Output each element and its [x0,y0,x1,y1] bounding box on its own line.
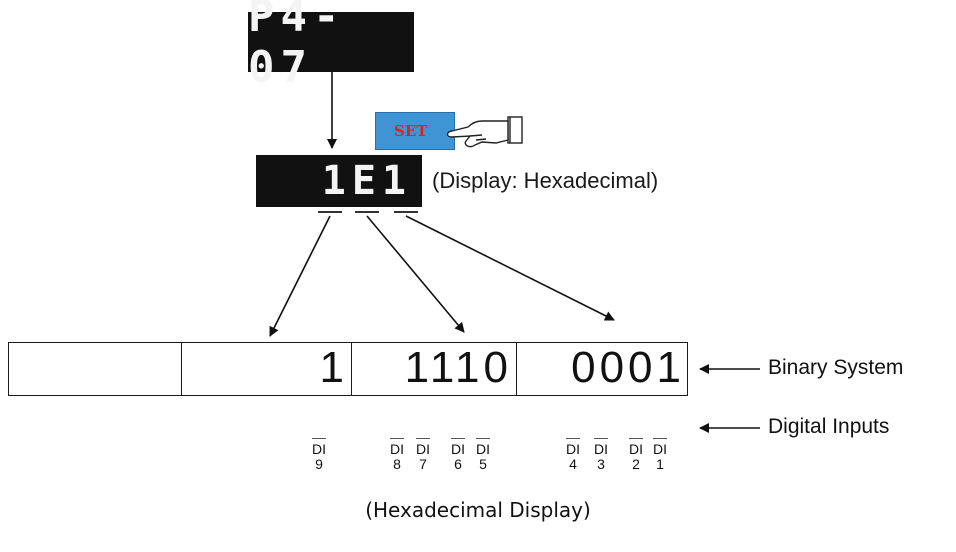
display-note: (Display: Hexadecimal) [432,168,659,193]
set-button-label: SET [394,122,428,140]
binary-cell-empty [8,342,182,396]
arrow-to-di9 [269,215,331,337]
digital-inputs-label: Digital Inputs [768,415,890,438]
value-display: 1E1 [256,155,422,207]
arrow-to-di1-4 [405,215,615,321]
arrow-to-di5-8 [366,215,465,333]
set-button[interactable]: SET [375,112,455,150]
binary-bits-group-3: 0001 [571,343,685,392]
binary-bits-group-2: 1110 [404,343,512,392]
figure-caption: (Hexadecimal Display) [365,498,591,522]
binary-system-label: Binary System [768,356,904,379]
binary-bits-group-1: 1 [319,343,344,392]
binary-cell-group-3 [516,342,688,396]
